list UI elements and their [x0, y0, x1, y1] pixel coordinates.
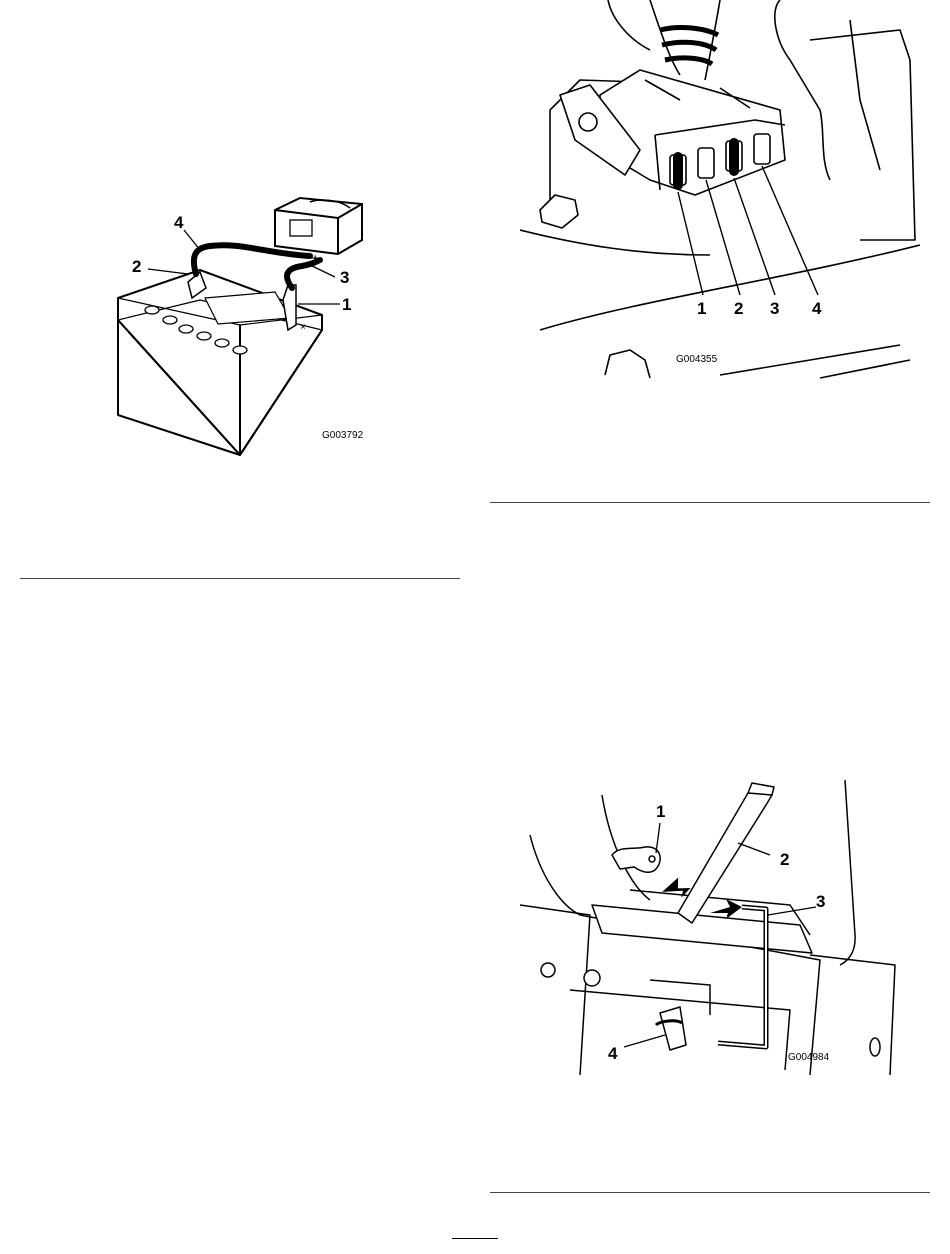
- callout-3: 3: [816, 892, 825, 911]
- section-divider: [490, 502, 930, 503]
- figure-code: G004355: [676, 354, 718, 365]
- callout-4: 4: [174, 213, 184, 232]
- figure-code: G004984: [788, 1052, 830, 1063]
- figure-code: G003792: [322, 430, 364, 441]
- callout-4: 4: [608, 1044, 618, 1063]
- callout-3: 3: [340, 268, 349, 287]
- callout-1: 1: [656, 802, 665, 821]
- section-divider: [20, 578, 460, 579]
- plus-terminal-mark: +: [312, 253, 318, 265]
- callout-4: 4: [812, 299, 822, 318]
- section-divider: [490, 1192, 930, 1193]
- minus-terminal-mark: ×: [300, 322, 306, 333]
- rod-clip-figure: 1 2 3 4 G004984: [520, 775, 900, 1075]
- callout-3: 3: [770, 299, 779, 318]
- connector-figure: 1 2 3 4 G004355: [520, 0, 920, 380]
- page-footer-mark: [452, 1238, 498, 1239]
- callout-2: 2: [734, 299, 743, 318]
- callout-2: 2: [132, 257, 141, 276]
- callout-1: 1: [342, 295, 351, 314]
- battery-meter-figure: 4 2 3 1 + × G003792: [100, 190, 390, 460]
- callout-2: 2: [780, 850, 789, 869]
- callout-1: 1: [697, 299, 706, 318]
